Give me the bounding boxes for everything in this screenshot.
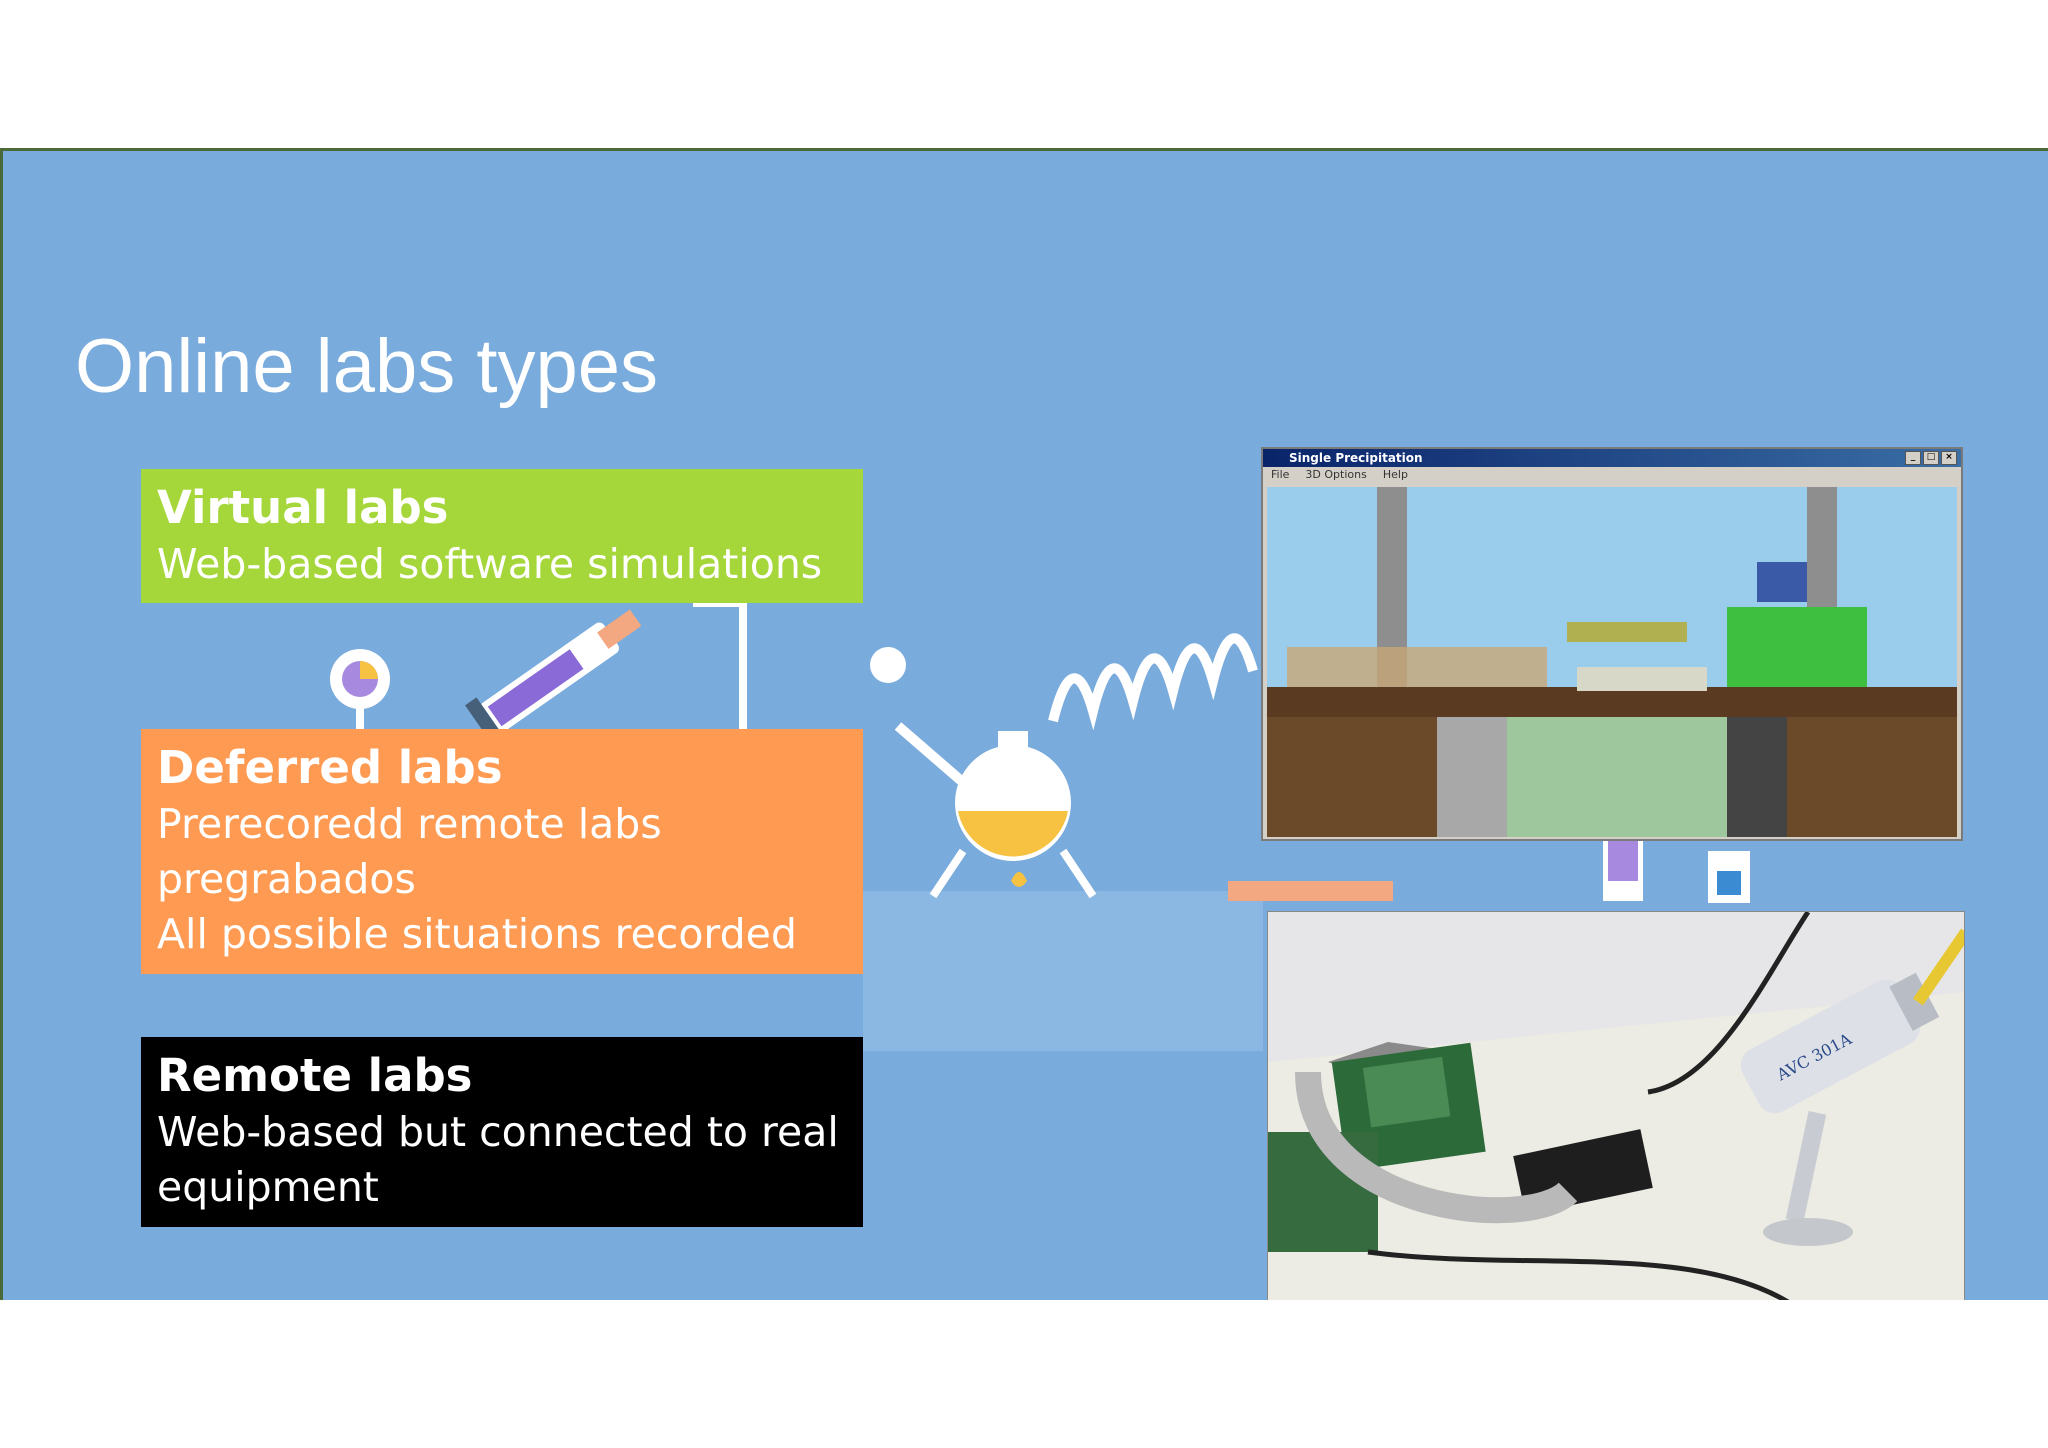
sim-lab-scene — [1267, 487, 1957, 837]
sim-window-controls: _ □ × — [1905, 451, 1957, 465]
minimize-icon: _ — [1905, 451, 1921, 465]
flask-neck — [998, 731, 1028, 761]
deferred-labs-line-1: Prerecoredd remote labs — [157, 800, 662, 848]
sim-menubar: File 3D Options Help — [1263, 467, 1961, 483]
bench-block — [1228, 881, 1393, 901]
sim-menu-help: Help — [1382, 468, 1408, 481]
coil — [1048, 633, 1258, 731]
sim-menu-3d-options: 3D Options — [1305, 468, 1367, 481]
sim-window-title: Single Precipitation — [1289, 451, 1423, 465]
sim-menu-file: File — [1271, 468, 1290, 481]
burner-flame — [1011, 872, 1027, 887]
virtual-labs-box: Virtual labs Web-based software simulati… — [141, 469, 863, 603]
syringe — [465, 609, 642, 749]
bottle-2-fill — [1717, 871, 1741, 895]
simulation-window-image: Single Precipitation _ □ × File 3D Optio… — [1261, 447, 1963, 841]
equipment-photo-drawing: AVC 301A — [1268, 912, 1964, 1300]
maximize-icon: □ — [1923, 451, 1939, 465]
lab-illustration — [330, 599, 1750, 1051]
remote-labs-box: Remote labs Web-based but connected to r… — [141, 1037, 863, 1227]
deferred-labs-line-3: All possible situations recorded — [157, 910, 797, 958]
virtual-labs-line-1: Web-based software simulations — [157, 540, 823, 588]
remote-equipment-photo: AVC 301A — [1267, 911, 1965, 1300]
tube-stand — [693, 599, 747, 729]
remote-labs-line-1: Web-based but connected to real — [157, 1108, 839, 1156]
flask-tripod — [929, 848, 1097, 899]
bottle-1-fill — [1608, 841, 1638, 881]
deferred-labs-heading: Deferred labs — [157, 741, 503, 794]
remote-labs-heading: Remote labs — [157, 1049, 473, 1102]
deferred-labs-box: Deferred labs Prerecoredd remote labs pr… — [141, 729, 863, 974]
slide: Online labs types Virtual labs Web-based… — [0, 148, 2048, 1300]
remote-labs-line-2: equipment — [157, 1163, 379, 1211]
close-icon: × — [1941, 451, 1957, 465]
bench-shadow — [863, 891, 1263, 1051]
stand-disc-slice — [360, 661, 378, 679]
sim-titlebar: Single Precipitation _ □ × — [1263, 449, 1961, 467]
bubble — [870, 647, 906, 683]
deferred-labs-line-2: pregrabados — [157, 855, 416, 903]
flask-liquid — [958, 811, 1068, 857]
slide-title: Online labs types — [75, 324, 658, 409]
virtual-labs-heading: Virtual labs — [157, 481, 449, 534]
